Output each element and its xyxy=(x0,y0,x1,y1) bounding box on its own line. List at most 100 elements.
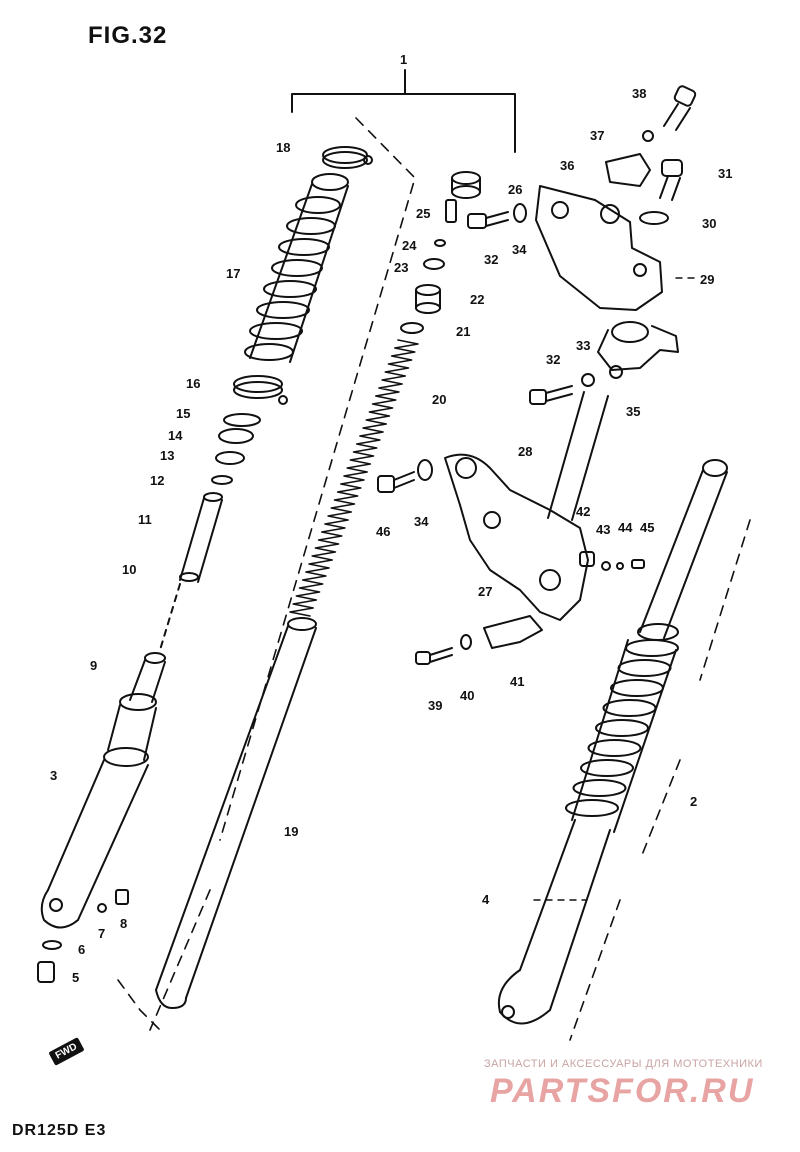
label-15: 15 xyxy=(176,406,191,421)
upper-bracket-29 xyxy=(535,185,663,311)
label-19: 19 xyxy=(284,824,299,839)
label-14: 14 xyxy=(168,428,183,443)
bracket-41 xyxy=(483,615,543,649)
right-fork-2 xyxy=(637,459,728,641)
label-34-lower: 34 xyxy=(414,514,429,529)
spacer-21 xyxy=(400,322,424,334)
label-9: 9 xyxy=(90,658,98,673)
label-18: 18 xyxy=(276,140,291,155)
label-12: 12 xyxy=(150,473,165,488)
washer-43 xyxy=(601,561,611,571)
cap-22 xyxy=(415,284,441,314)
label-45: 45 xyxy=(640,520,655,535)
label-44: 44 xyxy=(618,520,633,535)
label-39: 39 xyxy=(428,698,443,713)
bolt-39 xyxy=(415,647,453,665)
label-13: 13 xyxy=(160,448,175,463)
bolt-46 xyxy=(377,471,415,493)
model-code: DR125D E3 xyxy=(12,1122,107,1139)
label-20: 20 xyxy=(432,392,447,407)
label-31: 31 xyxy=(718,166,733,181)
fork-spring-20 xyxy=(289,339,419,617)
label-40: 40 xyxy=(460,688,475,703)
label-42: 42 xyxy=(576,504,591,519)
lower-bracket-27 xyxy=(444,453,589,621)
circlip-23 xyxy=(423,258,445,270)
clamp-18 xyxy=(322,146,373,169)
label-7: 7 xyxy=(98,926,106,941)
seal-13 xyxy=(215,451,245,465)
bolt-32-lower xyxy=(529,385,573,405)
watermark-logo: PARTSFOR.RU xyxy=(490,1072,755,1110)
label-4: 4 xyxy=(482,892,490,907)
label-36: 36 xyxy=(560,158,575,173)
right-outer-tube-4 xyxy=(498,819,611,1025)
screw-8 xyxy=(115,889,129,905)
clamp-35 xyxy=(597,321,679,379)
bolt-32-upper xyxy=(467,211,509,229)
label-34-upper: 34 xyxy=(512,242,527,257)
label-16: 16 xyxy=(186,376,201,391)
cap-bolt-26 xyxy=(451,171,481,199)
label-32-upper: 32 xyxy=(484,252,499,267)
assembly-bracket xyxy=(291,93,516,153)
label-25: 25 xyxy=(416,206,431,221)
washer-34-upper xyxy=(513,203,527,223)
damper-rod-11 xyxy=(179,492,223,583)
dashed-guide-fork xyxy=(149,117,416,1031)
label-28: 28 xyxy=(518,444,533,459)
steering-stem-28 xyxy=(547,391,609,521)
right-boot xyxy=(565,639,679,833)
label-27: 27 xyxy=(478,584,493,599)
label-32-lower: 32 xyxy=(546,352,561,367)
label-3: 3 xyxy=(50,768,58,783)
holder-36 xyxy=(605,153,651,187)
washer-34-lower xyxy=(417,459,433,481)
washer-37 xyxy=(642,130,654,142)
label-1: 1 xyxy=(400,52,408,67)
figure-title: FIG.32 xyxy=(88,22,168,49)
label-24: 24 xyxy=(402,238,417,253)
label-22: 22 xyxy=(470,292,485,307)
washer-7 xyxy=(97,903,107,913)
label-10: 10 xyxy=(122,562,137,577)
label-8: 8 xyxy=(120,916,128,931)
label-2: 2 xyxy=(690,794,698,809)
dashed-guide-left xyxy=(159,583,181,651)
label-35: 35 xyxy=(626,404,641,419)
dashed-guide-right xyxy=(569,519,751,1041)
label-11: 11 xyxy=(138,512,152,527)
nut-42 xyxy=(579,551,595,567)
seal-14 xyxy=(218,428,254,444)
label-33: 33 xyxy=(576,338,591,353)
oring-24 xyxy=(434,239,446,247)
label-38: 38 xyxy=(632,86,647,101)
washer-30 xyxy=(639,211,669,225)
bolt-31 xyxy=(659,159,683,201)
label-43: 43 xyxy=(596,522,611,537)
washer-33 xyxy=(581,373,595,387)
label-21: 21 xyxy=(456,324,471,339)
ring-15 xyxy=(223,413,261,427)
bolt-45 xyxy=(631,559,645,569)
fork-boot-17 xyxy=(244,173,349,363)
washer-12 xyxy=(211,475,233,485)
label-17: 17 xyxy=(226,266,241,281)
label-29: 29 xyxy=(700,272,715,287)
bolt-38 xyxy=(663,85,697,131)
label-6: 6 xyxy=(78,942,86,957)
watermark-text: ЗАПЧАСТИ И АКСЕССУАРЫ ДЛЯ МОТОТЕХНИКИ xyxy=(484,1058,763,1070)
label-26: 26 xyxy=(508,182,523,197)
label-37: 37 xyxy=(590,128,605,143)
outer-tube-3 xyxy=(40,652,166,929)
bolt-5 xyxy=(37,961,55,983)
clamp-16 xyxy=(233,375,288,405)
bolt-25 xyxy=(445,199,457,223)
label-5: 5 xyxy=(72,970,80,985)
washer-44 xyxy=(616,562,624,570)
label-30: 30 xyxy=(702,216,717,231)
fork-tube-19 xyxy=(155,617,317,1009)
label-23: 23 xyxy=(394,260,409,275)
